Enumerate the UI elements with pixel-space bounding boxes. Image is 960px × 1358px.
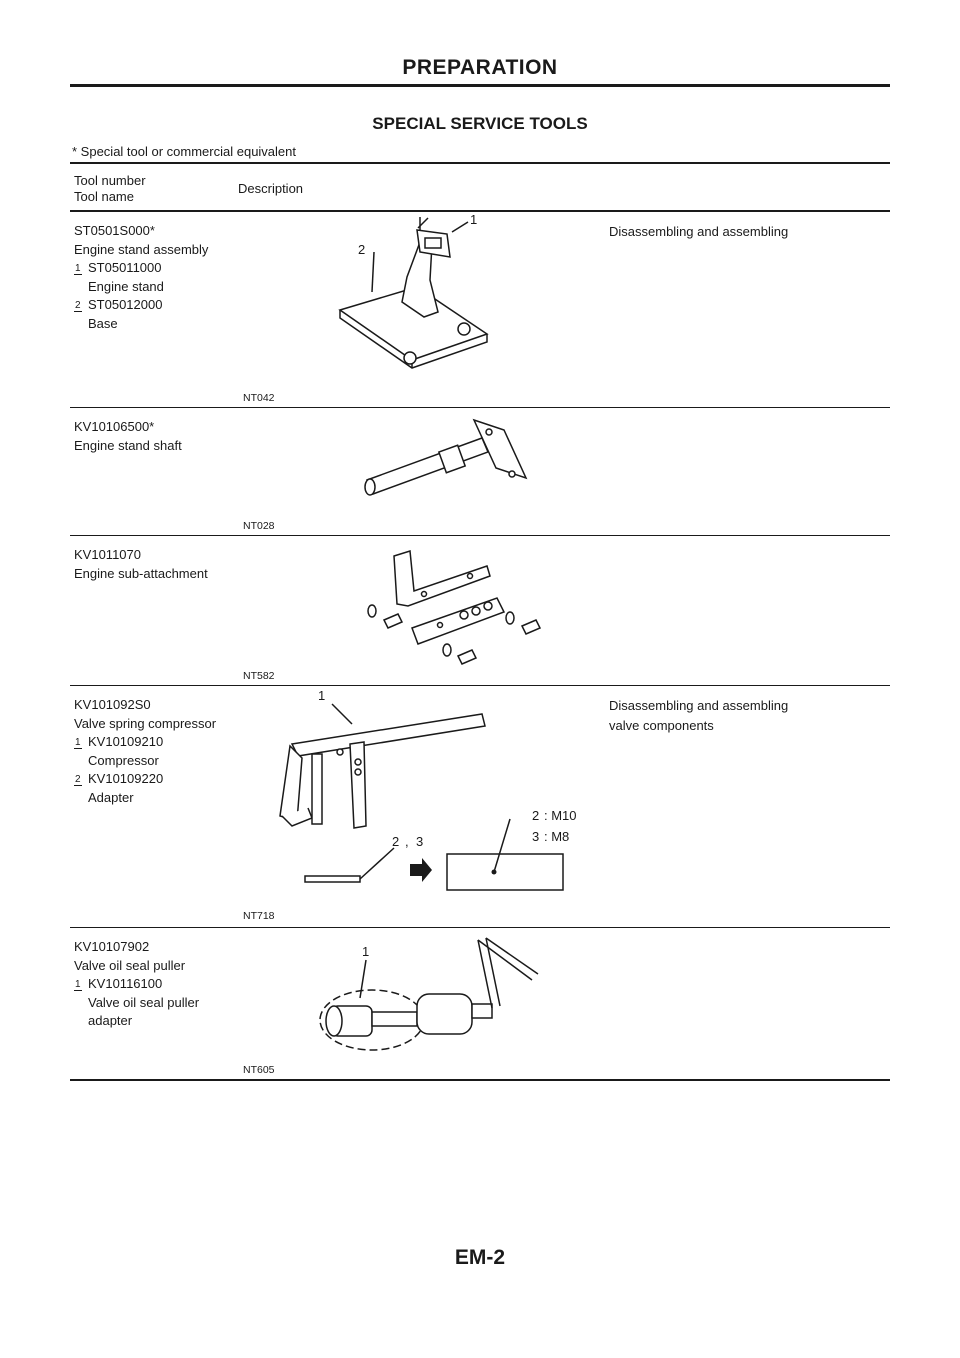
description-cell: Disassembling and assembling valve compo… [609,696,879,736]
tool-number: KV10106500* [74,419,155,434]
part-name: Engine stand [88,278,164,294]
figure-code: NT028 [243,520,275,532]
row-rule [70,927,890,928]
callout-2: 2 [358,242,365,257]
engine-stand-shaft-illustration [364,418,528,496]
callout-1: 1 [362,944,369,959]
note-text: * Special tool or commercial equivalent [72,144,296,159]
size-label-m8: : M8 [544,829,569,844]
page-title: SPECIAL SERVICE TOOLS [372,114,588,133]
callout-1: 1 [318,688,325,703]
table-row: KV101092S0 Valve spring compressor 1 KV1… [70,686,890,927]
col-header-description: Description [238,181,304,196]
figure-code: NT605 [243,1064,275,1076]
table-header: Tool number Tool name Description [70,164,890,210]
description-cell: Disassembling and assembling [609,222,879,242]
size-label-num: 3 [532,829,539,844]
description-line: Disassembling and assembling [609,698,789,713]
tool-cell: ST0501S000* Engine stand assembly 1 ST05… [74,222,234,333]
tool-name: Engine stand shaft [74,437,182,453]
figure-code: NT582 [243,670,275,682]
part-number-badge: 1 [74,737,82,749]
part-number: ST05012000 [88,297,163,312]
engine-stand-illustration: 2 1 [338,212,489,369]
tool-cell: KV101092S0 Valve spring compressor 1 KV1… [74,696,234,807]
valve-spring-compressor-illustration: 1 2 , 3 2 : M10 3 : M8 [279,688,577,891]
page-number: EM-2 [454,1246,506,1269]
part-number-badge: 2 [74,300,82,312]
part-name: Compressor [88,752,159,768]
valve-oil-seal-puller-illustration: 1 [319,937,539,1051]
description-line: valve components [609,718,714,733]
part-number: ST05011000 [88,260,162,275]
part-number: KV10109210 [88,734,164,749]
part-number: KV10109220 [88,771,164,786]
table-top-rule [70,162,890,164]
row-rule [70,535,890,536]
table-row: KV10106500* Engine stand shaft NT028 [70,408,890,535]
engine-sub-attachment-illustration [367,550,542,665]
tool-name: Valve oil seal puller [74,957,186,973]
callout-1: 1 [470,212,477,227]
part-name: Adapter [88,789,134,805]
col-header-tool-name: Tool name [74,189,134,204]
special-tools-table: Tool number Tool name Description ST0501… [70,162,890,1081]
tool-name: Valve spring compressor [74,715,217,731]
row-rule [70,407,890,408]
row-rule [70,685,890,686]
header-rule [70,84,890,87]
table-row: KV10107902 Valve oil seal puller 1 KV101… [70,928,890,1079]
part-number-badge: 1 [74,979,82,991]
tool-cell: KV10107902 Valve oil seal puller 1 KV101… [74,938,234,1031]
tool-number: KV101092S0 [74,697,151,712]
part-number-badge: 2 [74,774,82,786]
col-header-tool: Tool number Tool name [70,164,238,210]
tool-number: KV10107902 [74,939,150,954]
size-label-m10: : M10 [544,808,577,823]
tool-name: Engine sub-attachment [74,565,208,581]
tool-number: ST0501S000* [74,223,155,238]
description-line: Disassembling and assembling [609,224,789,239]
table-row: ST0501S000* Engine stand assembly 1 ST05… [70,212,890,407]
svg-text:,: , [405,834,409,849]
figure-code: NT718 [243,910,275,922]
callout-3: 3 [416,834,423,849]
part-name: Base [88,315,118,331]
tool-name: Engine stand assembly [74,241,209,257]
size-label-num: 2 [532,808,539,823]
part-name: Valve oil seal puller [88,994,200,1010]
section-header: PREPARATION [402,56,558,79]
tool-cell: KV1011070 Engine sub-attachment [74,546,234,583]
part-number-badge: 1 [74,263,82,275]
tool-cell: KV10106500* Engine stand shaft [74,418,234,455]
table-header-rule [70,210,890,212]
col-header-tool-number: Tool number [74,173,146,188]
part-number: KV10116100 [88,976,163,991]
table-row: KV1011070 Engine sub-attachment NT582 [70,536,890,685]
table-bottom-rule [70,1079,890,1081]
figure-code: NT042 [243,392,275,404]
tool-number: KV1011070 [74,547,141,562]
part-name-cont: adapter [88,1013,133,1028]
callout-2: 2 [392,834,399,849]
